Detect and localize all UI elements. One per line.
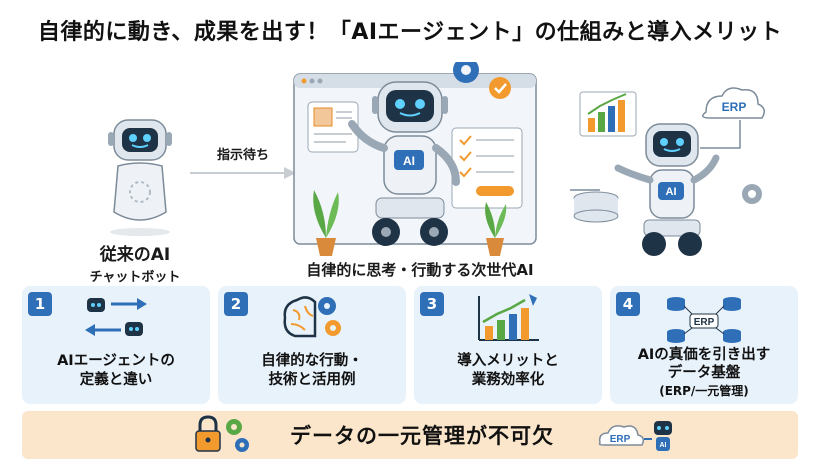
- card-text: AIの真価を引き出す データ基盤 (ERP/一元管理): [637, 347, 771, 398]
- illustration-area: 指示待ち 従来のAI チャットボット: [0, 52, 820, 285]
- erp-robot-scene: ERP AI: [570, 87, 765, 256]
- page-title: 自律的に動き、成果を出す！「AIエージェント」の仕組みと導入メリット: [37, 20, 783, 45]
- erp-cloud-label: ERP: [722, 100, 747, 114]
- center-caption: 自律的に思考・行動する次世代AI: [306, 261, 534, 279]
- banner-erp-label: ERP: [610, 434, 631, 445]
- old-ai-label: 従来のAI: [99, 245, 171, 265]
- banner-robot-badge: AI: [660, 442, 667, 449]
- arrow-right-icon: [190, 167, 296, 179]
- bottom-banner: データの一元管理が不可欠 ERP AI: [22, 411, 798, 459]
- ai-agent-scene: AI: [293, 62, 537, 256]
- card-number: 3: [420, 292, 444, 316]
- card-text: 自律的な行動・ 技術と活用例: [261, 353, 363, 388]
- robots-exchange-icon: [85, 298, 147, 336]
- lock-gears-icon: [195, 415, 249, 452]
- card-number: 2: [224, 292, 248, 316]
- growth-chart-rocket-icon: [478, 294, 539, 341]
- card-text: 導入メリットと 業務効率化: [457, 353, 559, 388]
- plant-right: [485, 202, 507, 256]
- arrow-label: 指示待ち: [216, 148, 269, 163]
- right-robot-badge: AI: [666, 186, 677, 198]
- card-benefits: 3 導入メリットと 業務効率化: [414, 286, 602, 404]
- plant-left: [313, 190, 339, 256]
- card-data-platform: 4 ERP AIの真価を引き出す データ基盤 (ERP/一元管理): [610, 286, 798, 404]
- erp-cloud-robot-icon: ERP AI: [598, 421, 672, 451]
- chatbot-robot-icon: [108, 119, 172, 236]
- card-technology: 2 自律的な行動・ 技術と活用例: [218, 286, 406, 404]
- card-number: 4: [616, 292, 640, 316]
- banner-text: データの一元管理が不可欠: [290, 424, 554, 448]
- card-definition: 1 AIエージェントの 定義と違い: [22, 286, 210, 404]
- card-erp-label: ERP: [694, 317, 715, 328]
- feature-cards: 1 AIエージェントの 定義と違い 2 自律的な行動・ 技術と活用例: [22, 286, 798, 404]
- center-robot-badge: AI: [403, 154, 415, 168]
- old-ai-sublabel: チャットボット: [89, 270, 181, 285]
- brain-gears-icon: [283, 296, 341, 338]
- card-number: 1: [28, 292, 52, 316]
- database-network-icon: ERP: [667, 297, 741, 343]
- card-text: AIエージェントの 定義と違い: [57, 353, 175, 388]
- waiting-arrow: 指示待ち: [188, 144, 298, 184]
